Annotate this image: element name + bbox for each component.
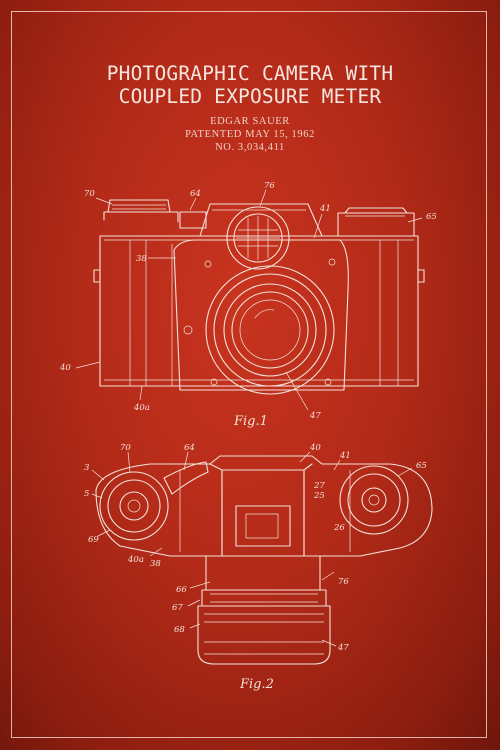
ref2-64: 64: [184, 443, 195, 453]
ref-40: 40: [59, 363, 71, 373]
patent-meta: EDGAR SAUER PATENTED MAY 15, 1962 NO. 3,…: [0, 115, 500, 154]
inventor-name: EDGAR SAUER: [210, 116, 290, 127]
ref2-27: 27: [313, 481, 325, 491]
ref2-26: 26: [333, 523, 345, 533]
ref2-38: 38: [150, 559, 161, 569]
ref-41: 41: [319, 204, 331, 214]
ref2-5: 5: [84, 489, 89, 499]
patent-title: PHOTOGRAPHIC CAMERA WITH COUPLED EXPOSUR…: [0, 62, 500, 108]
patent-number: NO. 3,034,411: [215, 142, 285, 153]
ref-40a: 40a: [133, 403, 150, 413]
title-line-2: COUPLED EXPOSURE METER: [118, 85, 382, 108]
ref2-47: 47: [337, 643, 349, 653]
ref2-70: 70: [120, 443, 131, 453]
ref2-68: 68: [174, 625, 185, 635]
ref2-40a: 40a: [127, 555, 144, 565]
fig2-label: Fig.2: [239, 677, 274, 692]
border-frame: [11, 11, 487, 738]
title-line-1: PHOTOGRAPHIC CAMERA WITH: [106, 62, 394, 85]
ref-64: 64: [190, 189, 201, 199]
ref2-76: 76: [338, 577, 349, 587]
fig1-label: Fig.1: [233, 414, 268, 429]
ref-47: 47: [309, 411, 321, 421]
ref-65: 65: [426, 212, 437, 222]
ref-70: 70: [84, 189, 95, 199]
camera-top-view: 70 64 40 41 65 3 5 69 40a 38 27 25 26 66…: [84, 443, 433, 692]
ref2-40: 40: [309, 443, 321, 453]
ref2-25: 25: [313, 491, 325, 501]
ref2-66: 66: [176, 585, 187, 595]
ref2-65: 65: [416, 461, 427, 471]
ref2-69: 69: [88, 535, 99, 545]
ref2-3: 3: [84, 463, 89, 473]
ref2-67: 67: [172, 603, 183, 613]
ref-38: 38: [136, 254, 147, 264]
ref2-41: 41: [339, 451, 351, 461]
camera-front-view: 70 64 76 41 65 38 40 40a 47 Fig.1: [59, 181, 437, 429]
ref-76: 76: [264, 181, 275, 191]
patent-date: PATENTED MAY 15, 1962: [185, 129, 315, 140]
